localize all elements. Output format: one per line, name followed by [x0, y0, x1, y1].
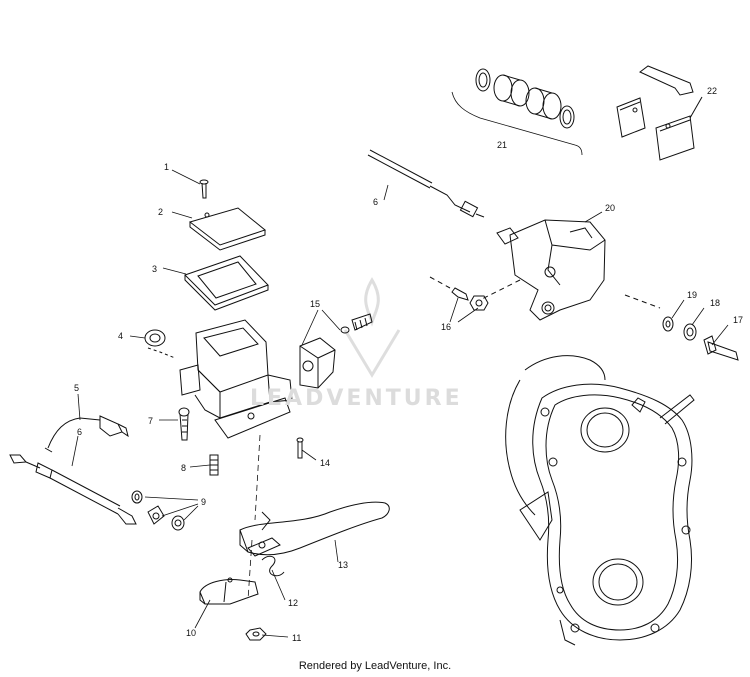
callout-14: 14: [320, 458, 331, 468]
master-cylinder-body: [179, 319, 293, 439]
callout-15: 15: [310, 299, 321, 309]
callout-17: 17: [733, 315, 744, 325]
callout-10: 10: [186, 628, 197, 638]
callout-3: 3: [152, 264, 158, 274]
pivot-bolt: [178, 407, 190, 441]
reservoir-cover: [188, 207, 267, 251]
callout-20: 20: [605, 203, 616, 213]
master-cylinder-boot: [144, 329, 176, 359]
callout-6-upper: 6: [373, 197, 379, 207]
assembly-centerline: [247, 434, 261, 601]
cover-screw: [199, 179, 209, 199]
lock-nut: [245, 627, 267, 641]
brake-pads: [616, 65, 703, 161]
callout-4: 4: [118, 331, 124, 341]
callout-6-lower: 6: [77, 427, 83, 437]
brake-caliper: [479, 219, 606, 321]
callout-12: 12: [288, 598, 299, 608]
caliper-bolt-washers: [624, 294, 739, 361]
brake-line-lower: [9, 454, 137, 525]
piston-seal-kit: [451, 68, 583, 156]
brake-lever: [239, 501, 390, 556]
lever-spring: [247, 537, 285, 577]
reservoir-diaphragm: [184, 255, 269, 311]
callout-22: 22: [707, 86, 718, 96]
bleeder-fitting: [429, 276, 489, 311]
banjo-washers: [131, 490, 185, 531]
parking-lever: [199, 577, 259, 605]
callout-19: 19: [687, 290, 698, 300]
chaincase: [519, 383, 695, 646]
callout-16: 16: [441, 322, 452, 332]
brake-switch: [44, 415, 129, 453]
brake-disc: [505, 355, 606, 516]
leader-lines: [71, 169, 729, 638]
callout-13: 13: [338, 560, 349, 570]
callout-9: 9: [201, 497, 207, 507]
callout-11: 11: [292, 633, 302, 643]
mount-bracket: [299, 313, 373, 389]
set-screw: [209, 454, 219, 476]
callout-18: 18: [710, 298, 721, 308]
callout-2: 2: [158, 207, 164, 217]
callout-5: 5: [74, 383, 80, 393]
callout-21: 21: [497, 140, 508, 150]
callout-1: 1: [164, 162, 170, 172]
lever-pin: [296, 437, 304, 459]
watermark-logo: [343, 277, 401, 378]
callout-8: 8: [181, 463, 187, 473]
watermark-text: LEADVENTURE: [250, 386, 463, 411]
callout-7: 7: [148, 416, 154, 426]
brake-line-upper: [367, 149, 485, 218]
footer-credit: Rendered by LeadVenture, Inc.: [298, 660, 452, 672]
